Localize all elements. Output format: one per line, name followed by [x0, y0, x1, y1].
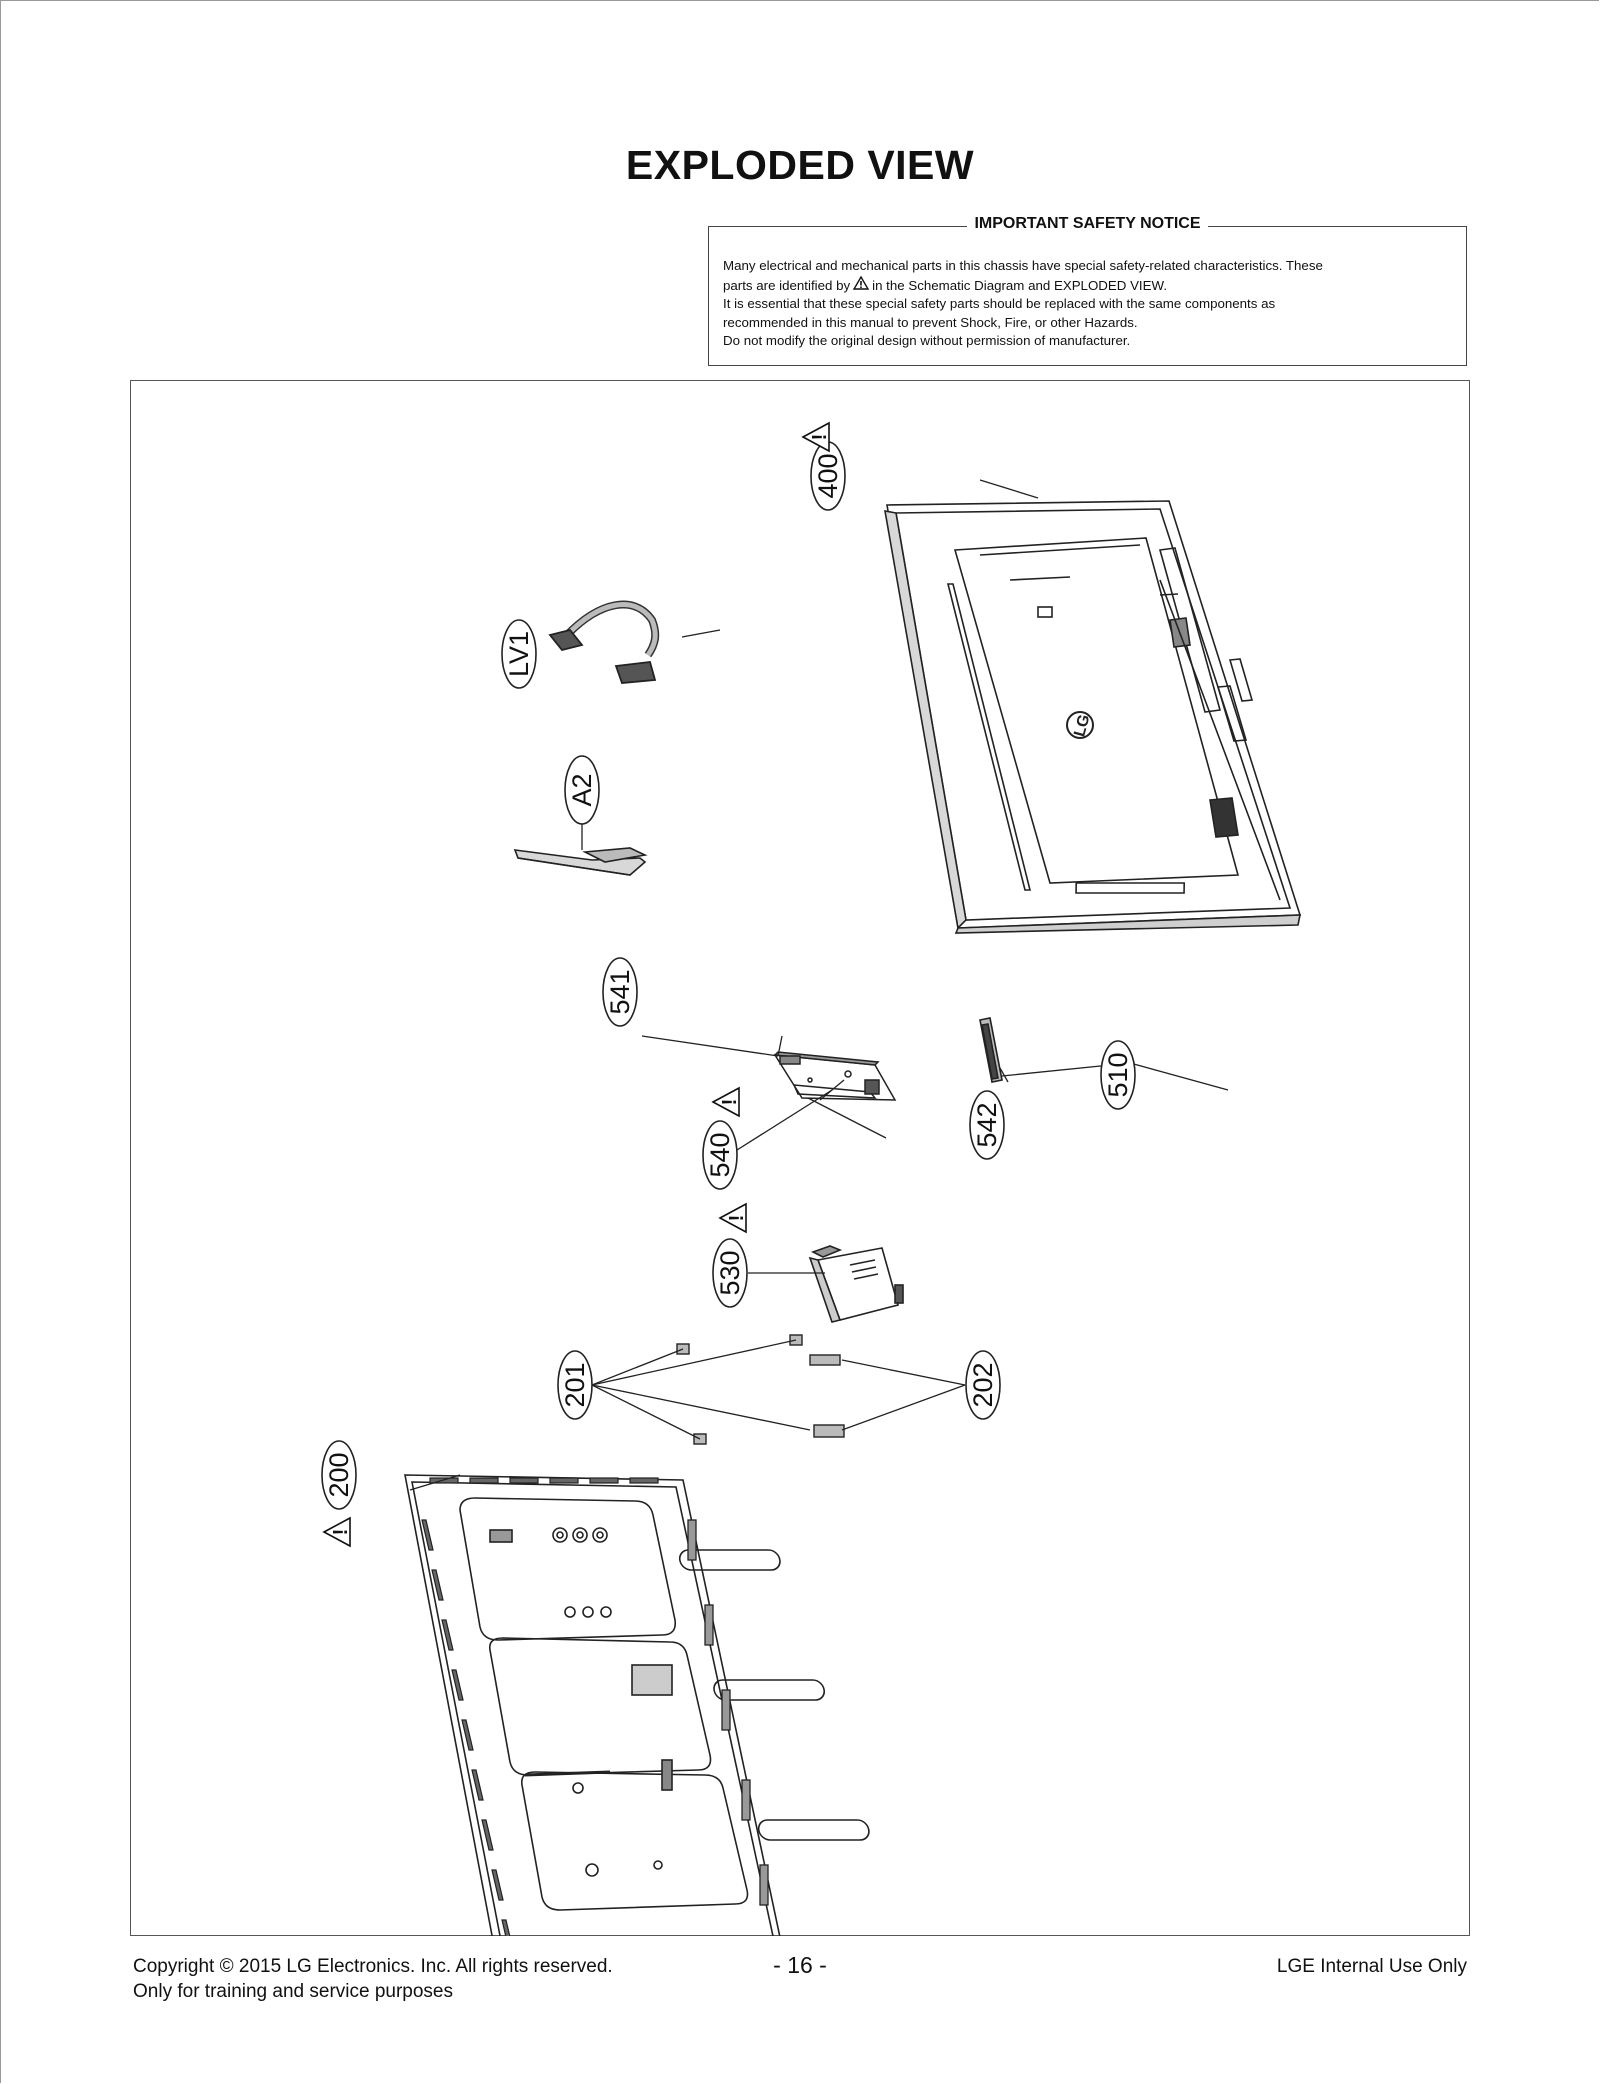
part-400-front-cabinet — [884, 500, 1302, 934]
svg-text:530: 530 — [715, 1250, 745, 1295]
purpose-text: Only for training and service purposes — [133, 1981, 453, 2002]
svg-text:540: 540 — [705, 1132, 735, 1177]
svg-text:!: ! — [330, 1529, 352, 1536]
diagram-frame — [130, 380, 1470, 1936]
safety-notice-line: It is essential that these special safet… — [723, 296, 1276, 311]
warning-triangle-icon — [852, 275, 870, 296]
svg-text:510: 510 — [1103, 1052, 1133, 1097]
part-LV1-cable — [548, 600, 660, 684]
footer-left: Copyright © 2015 LG Electronics. Inc. Al… — [133, 1954, 613, 2004]
callout-530: 530 — [712, 1238, 748, 1308]
callout-400: 400 — [810, 441, 846, 511]
svg-text:202: 202 — [968, 1362, 998, 1407]
warning-triangle-icon: ! — [802, 422, 831, 452]
svg-text:!: ! — [726, 1215, 748, 1222]
part-510-small-board — [979, 1017, 1003, 1083]
svg-text:400: 400 — [813, 453, 843, 498]
svg-text:541: 541 — [605, 969, 635, 1014]
warning-triangle-icon: ! — [323, 1517, 352, 1547]
part-A2-bar — [513, 847, 648, 876]
callout-202: 202 — [965, 1350, 1001, 1420]
page-number: - 16 - — [773, 1952, 827, 1978]
svg-text:A2: A2 — [567, 773, 597, 806]
exploded-view-diagram: LG — [321, 422, 1302, 1936]
part-530-power-board — [808, 1245, 904, 1323]
svg-text:!: ! — [809, 434, 831, 441]
page-title: EXPLODED VIEW — [625, 142, 975, 188]
safety-notice-line: Do not modify the original design withou… — [723, 333, 1131, 348]
svg-text:LV1: LV1 — [504, 631, 534, 677]
safety-notice-box: IMPORTANT SAFETY NOTICE Many electrical … — [708, 215, 1467, 366]
svg-text:542: 542 — [972, 1102, 1002, 1147]
part-540-main-board — [773, 1051, 897, 1101]
svg-text:!: ! — [719, 1099, 741, 1106]
safety-notice-body: Many electrical and mechanical parts in … — [723, 257, 1452, 351]
callout-201: 201 — [557, 1350, 593, 1420]
callout-200: 200 — [321, 1440, 357, 1510]
callout-510: 510 — [1100, 1040, 1136, 1110]
warning-triangle-icon: ! — [712, 1087, 741, 1117]
copyright-text: Copyright © 2015 LG Electronics. Inc. Al… — [133, 1956, 613, 1977]
callout-541: 541 — [602, 957, 638, 1027]
svg-text:201: 201 — [560, 1362, 590, 1407]
svg-text:LG: LG — [1071, 713, 1093, 739]
callout-A2: A2 — [564, 755, 600, 825]
part-201-202-brackets — [676, 1334, 845, 1445]
safety-notice-title: IMPORTANT SAFETY NOTICE — [967, 215, 1208, 232]
lg-logo: LG — [1066, 711, 1094, 739]
part-200-back-cover — [404, 1474, 870, 1936]
svg-text:200: 200 — [324, 1452, 354, 1497]
classification-text: LGE Internal Use Only — [1276, 1956, 1467, 1977]
warning-triangle-icon: ! — [719, 1203, 748, 1233]
callout-LV1: LV1 — [501, 619, 537, 689]
callout-542: 542 — [969, 1090, 1005, 1160]
safety-notice-line: Many electrical and mechanical parts in … — [723, 258, 1323, 273]
leader-lines — [409, 479, 1229, 1491]
safety-notice-line: recommended in this manual to prevent Sh… — [723, 314, 1138, 330]
callout-540: 540 — [702, 1120, 738, 1190]
